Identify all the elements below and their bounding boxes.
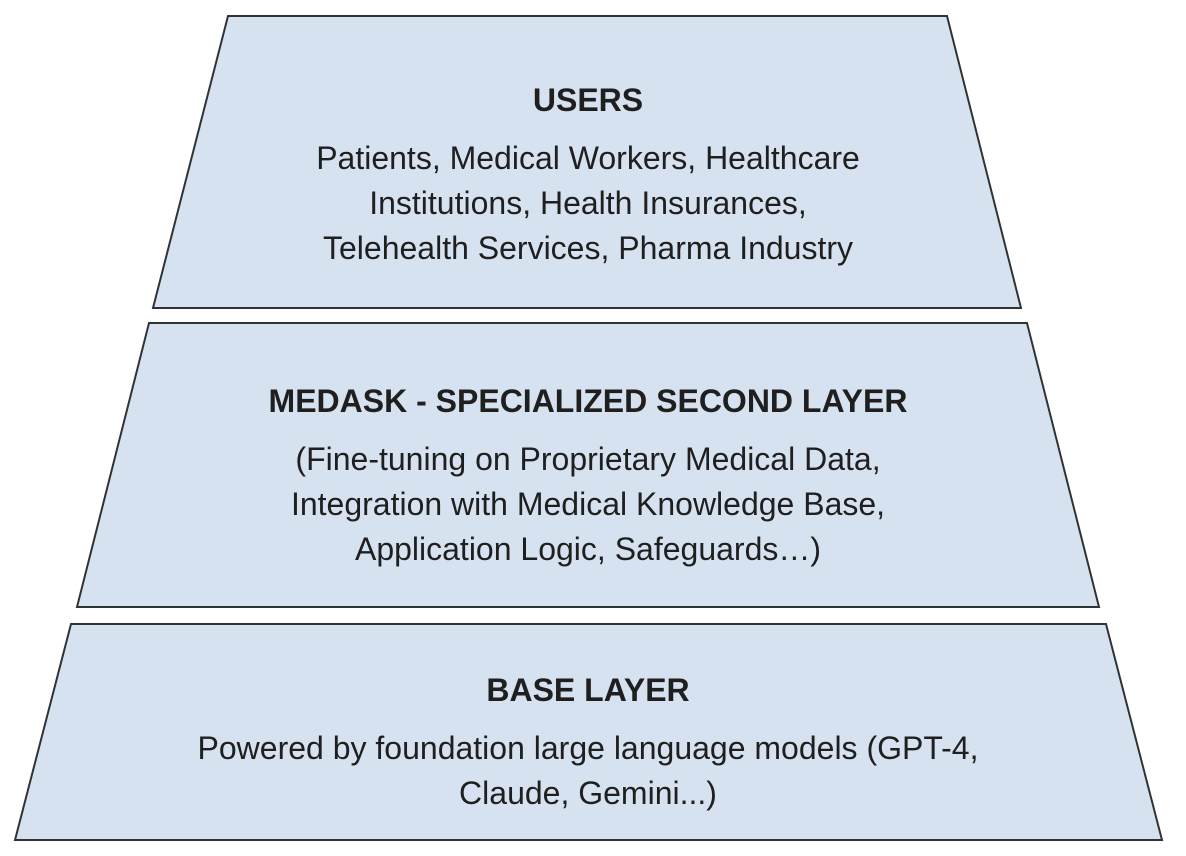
medask-trapezoid-shape — [75, 322, 1101, 608]
base-trapezoid-shape — [13, 623, 1164, 841]
users-trapezoid-shape — [151, 15, 1023, 309]
